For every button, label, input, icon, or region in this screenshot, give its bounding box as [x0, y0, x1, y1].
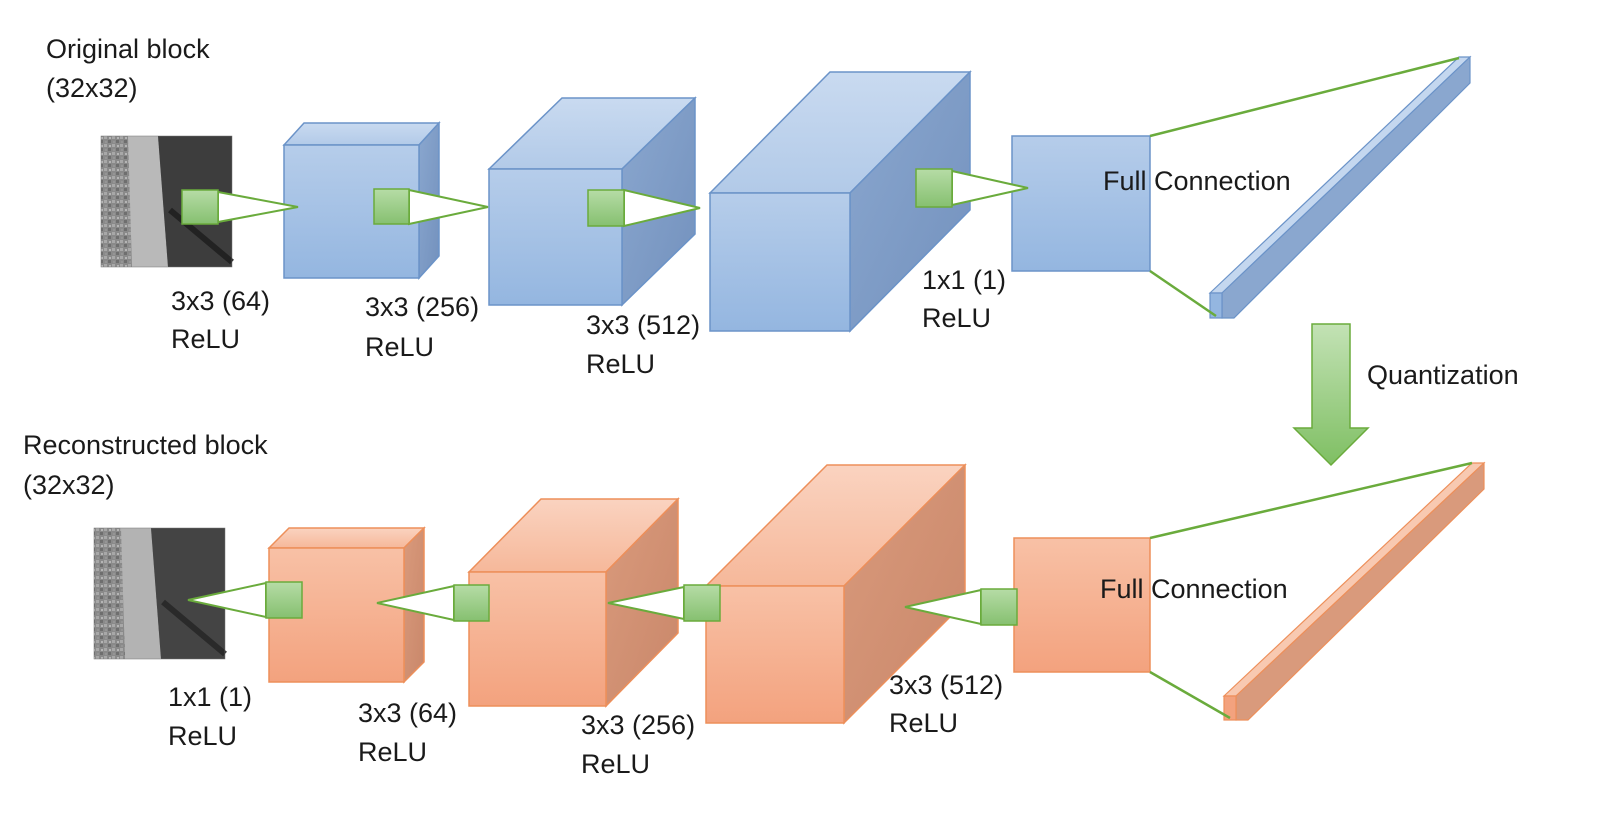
original-block-title: Original block	[46, 34, 210, 64]
decoder-kernel-4	[904, 588, 1018, 626]
encoder-kernel-2	[373, 188, 489, 226]
decoder-conv4-filter-label: 3x3 (512)	[889, 670, 1003, 700]
decoder-conv3-activation-label: ReLU	[581, 749, 650, 779]
encoder-section: Original block (32x32)	[46, 34, 1472, 379]
reconstructed-block-title: Reconstructed block	[23, 430, 268, 460]
decoder-kernel-1	[187, 581, 303, 619]
encoder-kernel-1	[181, 189, 299, 225]
decoder-conv3-feature-map	[704, 463, 967, 725]
decoder-conv3-filter-label: 3x3 (256)	[581, 710, 695, 740]
reconstructed-block-image	[93, 527, 227, 660]
encoder-conv1-activation-label: ReLU	[171, 324, 240, 354]
decoder-conv2-activation-label: ReLU	[358, 737, 427, 767]
decoder-conv2-filter-label: 3x3 (64)	[358, 698, 457, 728]
decoder-section: Reconstructed block (32x32)	[23, 430, 1486, 779]
decoder-conv4-feature-map	[1013, 537, 1151, 673]
encoder-fc-vector	[1208, 55, 1472, 319]
encoder-conv2-filter-label: 3x3 (256)	[365, 292, 479, 322]
quantization-arrow	[1292, 323, 1370, 467]
encoder-fc-label: Full Connection	[1103, 166, 1291, 196]
encoder-conv3-filter-label: 3x3 (512)	[586, 310, 700, 340]
decoder-conv1-filter-label: 1x1 (1)	[168, 682, 252, 712]
encoder-conv1-filter-label: 3x3 (64)	[171, 286, 270, 316]
decoder-fc-vector	[1222, 461, 1486, 721]
encoder-conv3-activation-label: ReLU	[586, 349, 655, 379]
quantization-label: Quantization	[1367, 360, 1519, 390]
encoder-conv4-activation-label: ReLU	[922, 303, 991, 333]
decoder-conv1-activation-label: ReLU	[168, 721, 237, 751]
encoder-conv2-activation-label: ReLU	[365, 332, 434, 362]
decoder-fc-connection-lines	[1149, 461, 1473, 720]
original-block-size: (32x32)	[46, 73, 138, 103]
encoder-fc-connection-lines	[1149, 56, 1460, 318]
encoder-conv4-feature-map	[1011, 135, 1151, 272]
encoder-conv3-feature-map	[708, 70, 972, 333]
decoder-fc-label: Full Connection	[1100, 574, 1288, 604]
decoder-kernel-3	[607, 584, 721, 622]
decoder-conv4-activation-label: ReLU	[889, 708, 958, 738]
encoder-kernel-3	[587, 188, 701, 228]
decoder-kernel-2	[376, 584, 490, 622]
reconstructed-block-size: (32x32)	[23, 470, 115, 500]
encoder-conv4-filter-label: 1x1 (1)	[922, 265, 1006, 295]
decoder-conv2-feature-map	[467, 497, 680, 708]
encoder-kernel-4	[915, 168, 1029, 208]
